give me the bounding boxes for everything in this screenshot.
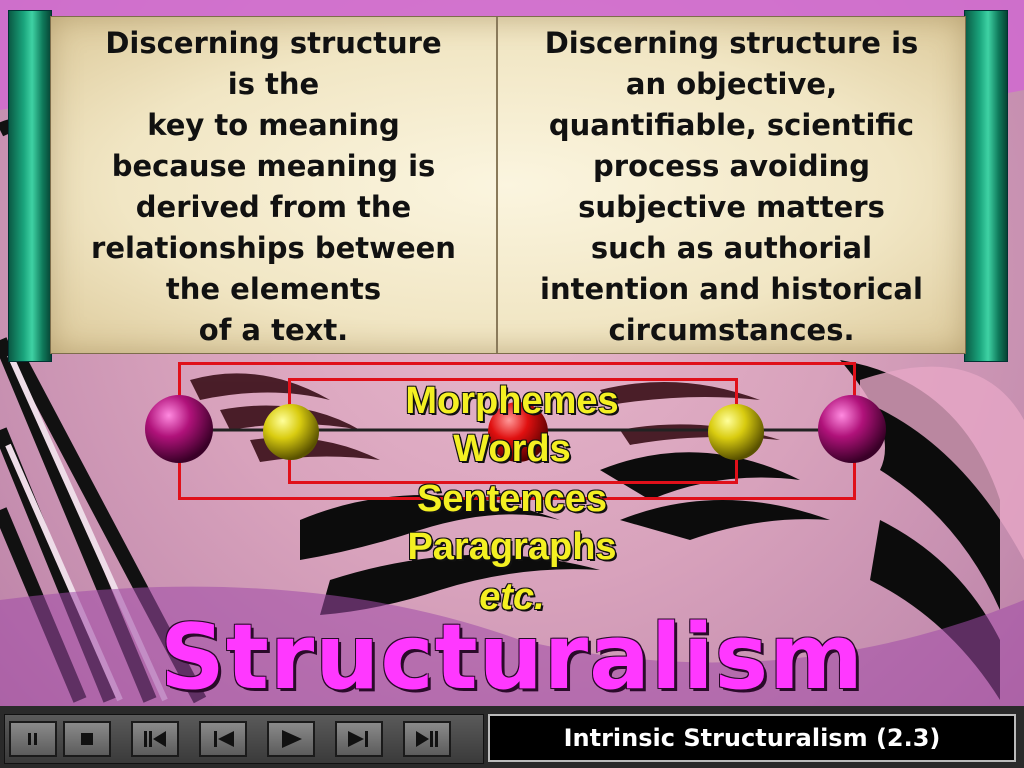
play-button[interactable] <box>267 721 315 757</box>
first-slide-button[interactable] <box>131 721 179 757</box>
outer-sphere-left <box>145 395 213 463</box>
unit-sentences: Sentences <box>416 478 608 520</box>
next-slide-button[interactable] <box>335 721 383 757</box>
slide-caption: Intrinsic Structuralism (2.3) <box>563 724 941 752</box>
next-slide-icon <box>348 731 368 747</box>
right-statement: Discerning structure is an objective, qu… <box>540 26 923 347</box>
last-slide-button[interactable] <box>403 721 451 757</box>
first-slide-icon <box>144 731 166 747</box>
play-icon <box>282 730 302 748</box>
unit-morphemes: Morphemes <box>405 380 619 422</box>
outer-sphere-right <box>818 395 886 463</box>
scroll-parchment: Discerning structure is the key to meani… <box>50 16 966 354</box>
previous-slide-button[interactable] <box>199 721 247 757</box>
unit-etc: etc. <box>479 576 545 618</box>
unit-words: Words <box>453 428 571 470</box>
caption-box: Intrinsic Structuralism (2.3) <box>488 714 1016 762</box>
previous-slide-icon <box>214 731 234 747</box>
unit-paragraphs: Paragraphs <box>407 526 617 568</box>
pause-icon <box>28 733 37 745</box>
scroll-roller-left <box>8 10 52 362</box>
stop-icon <box>81 733 93 745</box>
pause-button[interactable] <box>9 721 57 757</box>
scroll-roller-right <box>964 10 1008 362</box>
last-slide-icon <box>416 731 438 747</box>
playback-controls <box>4 714 484 764</box>
inner-sphere-right <box>708 404 764 460</box>
player-control-bar: Intrinsic Structuralism (2.3) <box>0 706 1024 768</box>
center-sphere <box>488 402 548 462</box>
inner-sphere-left <box>263 404 319 460</box>
slide-title: Structuralism <box>160 605 864 710</box>
scroll-divider <box>496 17 498 353</box>
left-statement: Discerning structure is the key to meani… <box>91 26 456 347</box>
stop-button[interactable] <box>63 721 111 757</box>
